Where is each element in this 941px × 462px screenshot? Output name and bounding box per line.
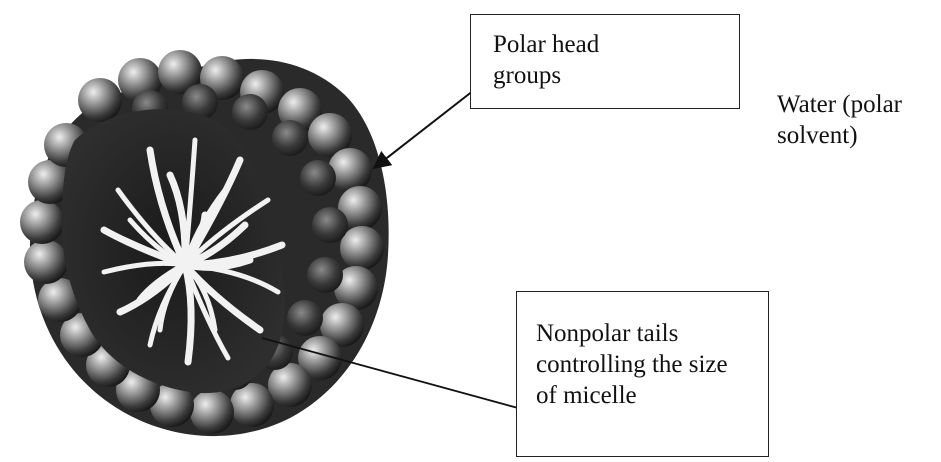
nonpolar-label-line-1: Nonpolar tails (536, 318, 768, 349)
nonpolar-label-line-3: of micelle (536, 380, 768, 411)
polar-head-label-line-2: groups (493, 60, 739, 91)
polar-head-sphere (20, 200, 64, 244)
polar-head-sphere (300, 160, 336, 196)
polar-head-sphere (232, 94, 268, 130)
water-label-line-2: solvent) (777, 120, 902, 151)
polar-head-label-line-1: Polar head (493, 29, 739, 60)
micelle-cross-section-icon (20, 50, 389, 436)
polar-head-arrow (374, 87, 478, 168)
nonpolar-tails-label-box: Nonpolar tails controlling the size of m… (516, 291, 769, 457)
polar-head-groups-label-box: Polar head groups (470, 14, 740, 109)
polar-head-sphere (312, 207, 348, 243)
polar-head-sphere (340, 226, 384, 270)
nonpolar-label-line-2: controlling the size (536, 349, 768, 380)
polar-head-sphere (190, 390, 234, 434)
polar-head-sphere (78, 78, 122, 122)
polar-head-sphere (24, 240, 68, 284)
polar-head-sphere (328, 148, 372, 192)
polar-head-sphere (272, 120, 308, 156)
polar-head-sphere (287, 300, 323, 336)
water-label-line-1: Water (polar (777, 89, 902, 120)
water-polar-solvent-label: Water (polar solvent) (777, 89, 902, 151)
polar-head-sphere (307, 257, 343, 293)
